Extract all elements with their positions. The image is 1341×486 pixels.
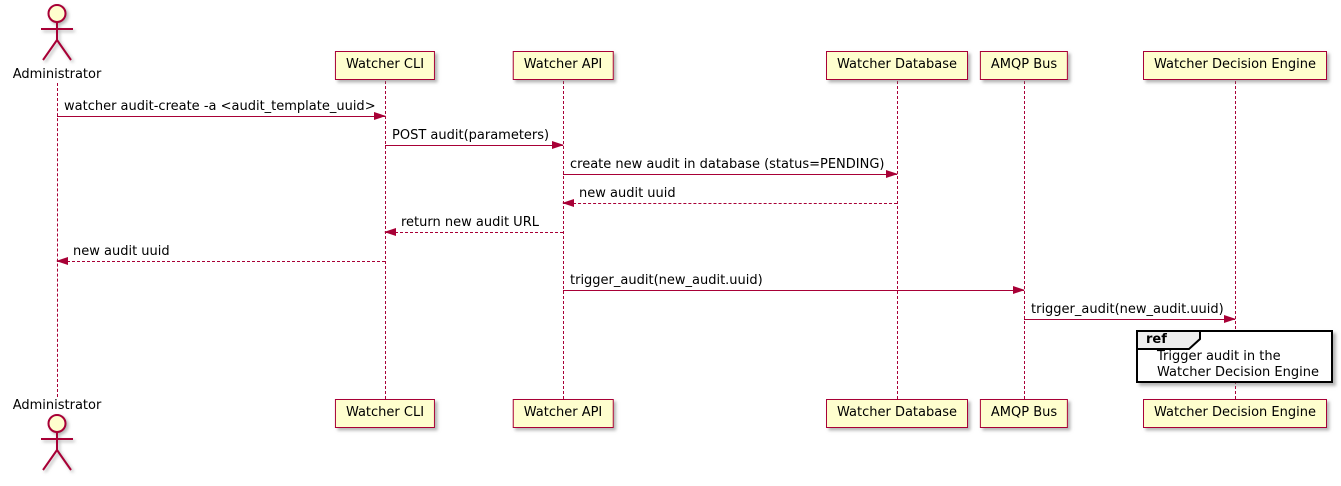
message-line [1024, 319, 1235, 320]
message-label: new audit uuid [579, 186, 676, 201]
actor-stick-figure-icon [41, 4, 73, 61]
actor-administrator-top: Administrator [0, 3, 117, 82]
participant-watcher-decision-engine-bottom: Watcher Decision Engine [1143, 399, 1327, 428]
actor-stick-figure-icon [41, 414, 73, 471]
participant-label: Watcher Decision Engine [1154, 57, 1316, 72]
participant-watcher-decision-engine-top: Watcher Decision Engine [1143, 51, 1327, 80]
message-label: return new audit URL [401, 215, 539, 230]
participant-watcher-database-top: Watcher Database [826, 51, 968, 80]
message-line [57, 261, 385, 262]
message-line [563, 174, 897, 175]
lifeline-watcher-decision-engine [1234, 81, 1236, 399]
message-label: new audit uuid [73, 244, 170, 259]
participant-label: Watcher CLI [345, 57, 425, 72]
participant-watcher-api-bottom: Watcher API [512, 399, 614, 428]
message-line [57, 116, 385, 117]
ref-fragment: ref Trigger audit in the Watcher Decisio… [1136, 330, 1333, 383]
participant-label: Watcher Database [837, 57, 957, 72]
ref-text-line2: Watcher Decision Engine [1157, 365, 1319, 380]
message-label: trigger_audit(new_audit.uuid) [570, 273, 763, 288]
message-line [563, 203, 897, 204]
participant-amqp-bus-top: AMQP Bus [979, 51, 1069, 80]
message-label: watcher audit-create -a <audit_template_… [64, 99, 376, 114]
lifeline-amqp-bus [1023, 81, 1025, 399]
arrowhead-icon [1224, 315, 1236, 323]
arrowhead-icon [886, 170, 898, 178]
message-line [563, 290, 1024, 291]
ref-fragment-header: ref [1136, 330, 1201, 350]
participant-label: Watcher CLI [345, 405, 425, 420]
lifeline-administrator [56, 83, 58, 397]
arrowhead-icon [374, 112, 386, 120]
participant-watcher-cli-bottom: Watcher CLI [334, 399, 436, 428]
participant-amqp-bus-bottom: AMQP Bus [979, 399, 1069, 428]
lifeline-watcher-cli [384, 81, 386, 399]
participant-label: Watcher Database [837, 405, 957, 420]
message-label: POST audit(parameters) [392, 128, 550, 143]
participant-label: Watcher API [523, 405, 603, 420]
message-label: trigger_audit(new_audit.uuid) [1031, 302, 1224, 317]
participant-label: AMQP Bus [990, 405, 1058, 420]
participant-watcher-api-top: Watcher API [512, 51, 614, 80]
arrowhead-icon [384, 228, 396, 236]
message-line [385, 145, 563, 146]
message-line [385, 232, 563, 233]
ref-keyword: ref [1146, 332, 1167, 347]
participant-watcher-cli-top: Watcher CLI [334, 51, 436, 80]
actor-label-administrator-bottom: Administrator [12, 398, 102, 413]
actor-administrator-bottom: Administrator [0, 398, 117, 477]
arrowhead-icon [56, 257, 68, 265]
lifeline-watcher-database [896, 81, 898, 399]
message-label: create new audit in database (status=PEN… [570, 157, 885, 172]
participant-label: AMQP Bus [990, 57, 1058, 72]
actor-label-administrator-top: Administrator [12, 67, 102, 82]
ref-fragment-text: Trigger audit in the Watcher Decision En… [1157, 349, 1319, 381]
arrowhead-icon [562, 199, 574, 207]
arrowhead-icon [552, 141, 564, 149]
arrowhead-icon [1013, 286, 1025, 294]
participant-label: Watcher API [523, 57, 603, 72]
lifeline-watcher-api [562, 81, 564, 399]
participant-watcher-database-bottom: Watcher Database [826, 399, 968, 428]
ref-header-pentagon-icon [1136, 330, 1201, 350]
ref-text-line1: Trigger audit in the [1157, 349, 1281, 364]
participant-label: Watcher Decision Engine [1154, 405, 1316, 420]
